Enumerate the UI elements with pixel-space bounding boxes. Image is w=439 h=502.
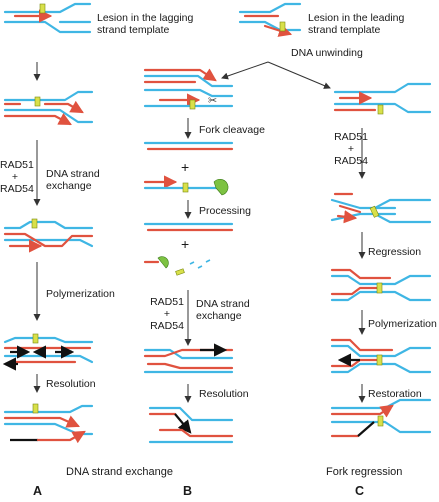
rad54-label-b: RAD54 <box>150 320 184 332</box>
column-a-stage-4 <box>2 333 94 371</box>
lesion-marker <box>377 104 384 115</box>
arrow-unwind-left <box>221 61 269 80</box>
column-c-stage-2 <box>330 192 432 224</box>
dna-strand-exchange-label-b: DNA strand exchange <box>196 298 250 322</box>
rad51-label-c: RAD51 <box>334 131 368 143</box>
footer-dna-strand-exchange: DNA strand exchange <box>66 466 174 478</box>
column-b-stage-2 <box>143 141 234 151</box>
column-c-stage-5 <box>330 398 432 438</box>
lesion-marker <box>175 268 185 276</box>
column-b-stage-3b <box>143 256 211 276</box>
column-c-stage-1 <box>333 82 432 115</box>
rad51-label-a: RAD51 <box>0 159 34 171</box>
column-c-stage-3 <box>330 268 432 302</box>
rad54-label-a: RAD54 <box>0 183 34 195</box>
plus-label-b: + <box>163 308 171 320</box>
rad54-label-c: RAD54 <box>334 155 368 167</box>
rad51-label-b: RAD51 <box>150 296 184 308</box>
footer-fork-regression: Fork regression <box>326 466 403 478</box>
plus-label-a: + <box>11 171 19 183</box>
lesion-lagging-label: Lesion in the lagging strand template <box>97 12 194 36</box>
plus-sign-1: + <box>181 159 189 175</box>
lesion-marker <box>377 415 384 427</box>
column-label-a: A <box>33 484 43 498</box>
nuclease-icon <box>157 256 169 269</box>
column-a-stage-3 <box>3 218 94 253</box>
lesion-marker <box>376 282 383 294</box>
processing-label: Processing <box>199 205 251 217</box>
fork-cleavage-label: Fork cleavage <box>199 124 265 136</box>
column-a-stage-1-lesion-lagging <box>3 2 92 34</box>
column-a-stage-5 <box>3 403 94 444</box>
column-label-c: C <box>355 484 365 498</box>
plus-label-c: + <box>347 143 355 155</box>
lesion-leading-label: Lesion in the leading strand template <box>308 12 405 36</box>
polymerization-label-a: Polymerization <box>46 288 115 300</box>
resolution-label-b: Resolution <box>199 388 249 400</box>
column-b-stage-3 <box>143 222 234 232</box>
column-c-stage-0-lesion-leading <box>238 2 302 37</box>
column-label-b: B <box>183 484 193 498</box>
lesion-marker <box>279 21 286 32</box>
column-b-stage-4 <box>143 343 234 374</box>
dna-strand-exchange-label-a: DNA strand exchange <box>46 168 100 192</box>
regression-label: Regression <box>368 246 422 258</box>
lesion-marker <box>369 205 380 218</box>
lesion-marker <box>39 3 46 14</box>
lesion-marker <box>32 333 39 344</box>
resolution-label-a: Resolution <box>46 378 96 390</box>
column-b-stage-1-reversed-fork: ✂ <box>143 68 234 110</box>
arrow-unwind-right <box>267 61 331 89</box>
column-c-stage-4 <box>330 338 432 374</box>
plus-sign-2: + <box>181 236 189 252</box>
lesion-marker <box>32 403 39 414</box>
lesion-marker <box>34 96 41 107</box>
nuclease-icon <box>213 178 229 196</box>
column-b-stage-5 <box>148 406 234 444</box>
restoration-label: Restoration <box>368 388 422 400</box>
dna-unwinding-label: DNA unwinding <box>291 47 363 59</box>
lesion-marker <box>31 218 38 229</box>
polymerization-label-c: Polymerization <box>368 318 437 330</box>
column-b-stage-2b <box>143 175 229 196</box>
lesion-marker <box>376 354 383 366</box>
lesion-marker <box>189 99 196 110</box>
lesion-marker <box>182 182 189 193</box>
scissors-icon: ✂ <box>208 94 217 107</box>
column-a-stage-2 <box>3 90 94 126</box>
